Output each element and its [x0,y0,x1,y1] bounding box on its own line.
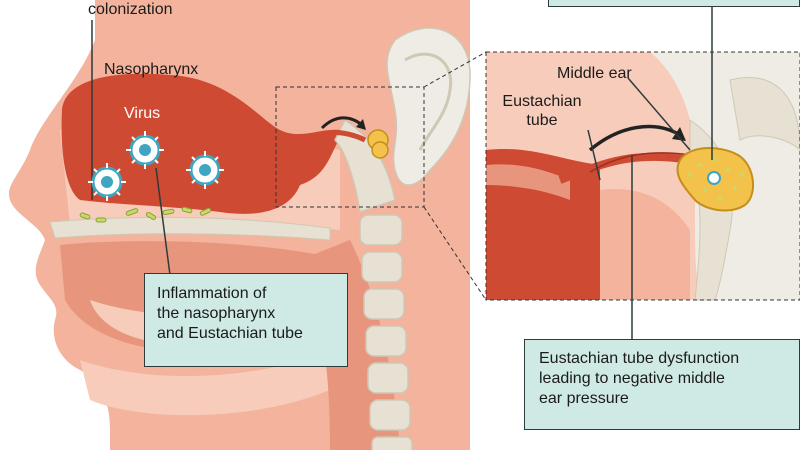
cervical-spine [359,214,413,455]
virus-icon-2 [88,163,126,201]
curved-arrow-icon [320,116,363,130]
dysfunction-callout: Eustachian tube dysfunction leading to n… [524,339,800,430]
middle-ear-fluid-dots [688,158,744,200]
virus-icon-3 [186,151,224,189]
inflammation-line-3: and Eustachian tube [157,325,303,342]
ear-inner-fold [404,52,453,151]
dysfunction-line-1: Eustachian tube dysfunction [539,350,740,367]
zoom-connector-bottom [423,206,487,301]
eustachian-tube-small [299,129,367,143]
virus-icon-1 [126,131,164,169]
eustachian-tube-label: Eustachian tube [496,92,588,130]
inflammation-line-1: Inflammation of [157,285,267,302]
dysfunction-line-3: ear pressure [539,390,629,407]
middle-ear-label: Middle ear [557,65,632,82]
eustachian-tube-label-line2: tube [526,112,558,129]
eustachian-tube-label-line1: Eustachian [502,93,582,110]
bacterium-icon-group [79,206,212,223]
top-callout-edge [548,0,800,7]
zoom-source-box [275,86,425,208]
dysfunction-line-2: leading to negative middle [539,370,725,387]
virus-icon [707,171,721,185]
virus-label: Virus [124,105,161,122]
hard-palate [49,216,331,241]
skull-base [334,118,396,213]
middle-ear-small-2 [371,141,389,159]
colonization-label: colonization [88,1,173,18]
zoom-connector-top [423,51,487,88]
curved-arrow-head-zoomed-icon [672,127,686,141]
inflammation-callout: Inflammation of the nasopharynx and Eust… [144,273,348,367]
zoomed-panel [485,51,800,301]
inflammation-line-2: the nasopharynx [157,305,276,322]
curved-arrow-head-icon [356,119,366,130]
curved-arrow-icon-zoomed [588,124,681,152]
inflamed-nasopharynx [61,73,345,214]
nasopharynx-label: Nasopharynx [104,61,199,78]
leader-lines [91,0,713,340]
outer-ear [386,27,471,186]
